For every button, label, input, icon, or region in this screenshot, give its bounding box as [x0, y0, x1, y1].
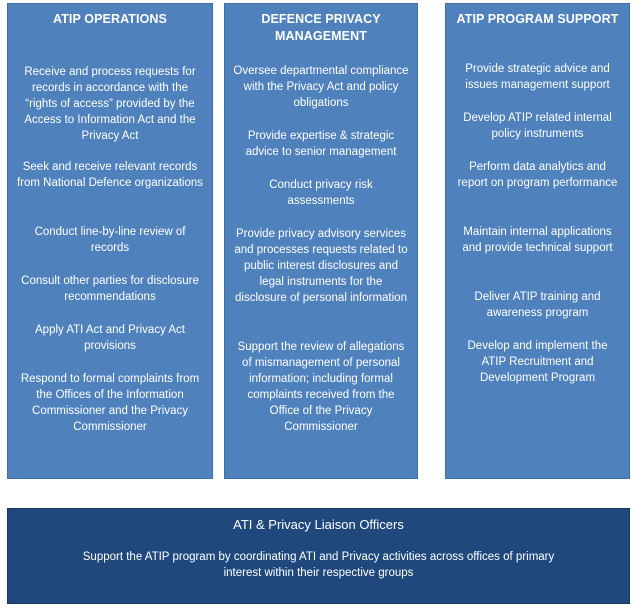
liaison-officers-box: ATI & Privacy Liaison Officers Support t…	[7, 508, 630, 604]
atip-operations-item: Conduct line-by-line review of records	[34, 226, 186, 254]
atip-operations-item: Seek and receive relevant records from N…	[16, 161, 204, 189]
defence-privacy-management-item: Provide privacy advisory services and pr…	[234, 228, 408, 304]
defence-privacy-management-title: DEFENCE PRIVACY MANAGEMENT	[261, 12, 381, 43]
atip-operations-box: ATIP OPERATIONS Receive and process requ…	[7, 3, 213, 479]
atip-program-support-item: Perform data analytics and report on pro…	[457, 161, 618, 189]
atip-operations-item: Receive and process requests for records…	[24, 66, 196, 142]
atip-program-support-item: Deliver ATIP training and awareness prog…	[474, 291, 601, 319]
atip-operations-title: ATIP OPERATIONS	[52, 12, 167, 26]
atip-program-support-item: Maintain internal applications and provi…	[462, 226, 613, 254]
liaison-officers-description: Support the ATIP program by coordinating…	[82, 551, 555, 579]
defence-privacy-management-item: Conduct privacy risk assessments	[269, 179, 373, 207]
atip-operations-item: Apply ATI Act and Privacy Act provisions	[35, 324, 185, 352]
defence-privacy-management-box: DEFENCE PRIVACY MANAGEMENT Oversee depar…	[224, 3, 418, 479]
defence-privacy-management-item: Support the review of allegations of mis…	[237, 341, 405, 433]
atip-operations-item: Consult other parties for disclosure rec…	[21, 275, 199, 303]
atip-program-support-item: Develop ATIP related internal policy ins…	[463, 112, 612, 140]
atip-program-support-title: ATIP PROGRAM SUPPORT	[456, 12, 619, 26]
atip-program-support-item: Develop and implement the ATIP Recruitme…	[467, 340, 608, 384]
defence-privacy-management-item: Oversee departmental compliance with the…	[233, 65, 409, 109]
atip-program-support-box: ATIP PROGRAM SUPPORT Provide strategic a…	[445, 3, 630, 479]
atip-program-support-item: Provide strategic advice and issues mana…	[465, 63, 610, 91]
atip-operations-item: Respond to formal complaints from the Of…	[20, 373, 200, 433]
defence-privacy-management-item: Provide expertise & strategic advice to …	[245, 130, 397, 158]
liaison-officers-title: ATI & Privacy Liaison Officers	[233, 517, 404, 532]
